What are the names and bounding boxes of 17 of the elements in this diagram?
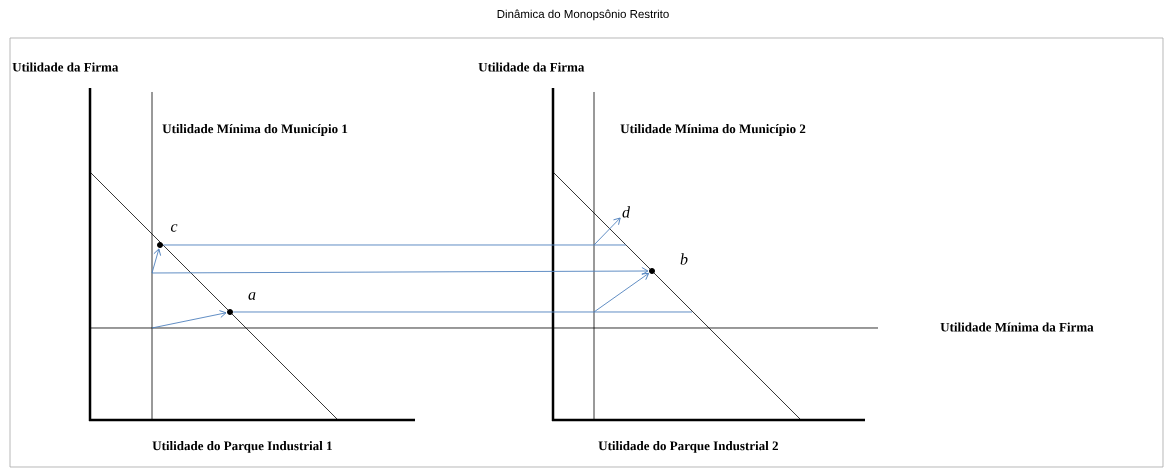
arrow <box>151 267 649 275</box>
axis-label: Utilidade do Parque Industrial 1 <box>152 441 332 453</box>
arrow <box>151 248 162 274</box>
arrow <box>593 272 650 313</box>
axis-label: Utilidade da Firma <box>12 62 119 72</box>
arrow <box>593 217 621 246</box>
axis-label: Utilidade Mínima da Firma <box>940 322 1094 332</box>
title: Dinâmica do Monopsônio Restrito <box>497 9 669 21</box>
axis-label: Utilidade da Firma <box>478 62 585 72</box>
axis-label: Utilidade do Parque Industrial 2 <box>598 441 778 453</box>
point-label: a <box>248 292 256 300</box>
arrow <box>151 310 227 329</box>
point-label: b <box>680 253 688 265</box>
point-label: d <box>622 206 631 218</box>
axis-label: Utilidade Mínima do Município 2 <box>620 124 806 136</box>
point-label: c <box>170 224 178 232</box>
axis-label: Utilidade Mínima do Município 1 <box>162 124 348 136</box>
